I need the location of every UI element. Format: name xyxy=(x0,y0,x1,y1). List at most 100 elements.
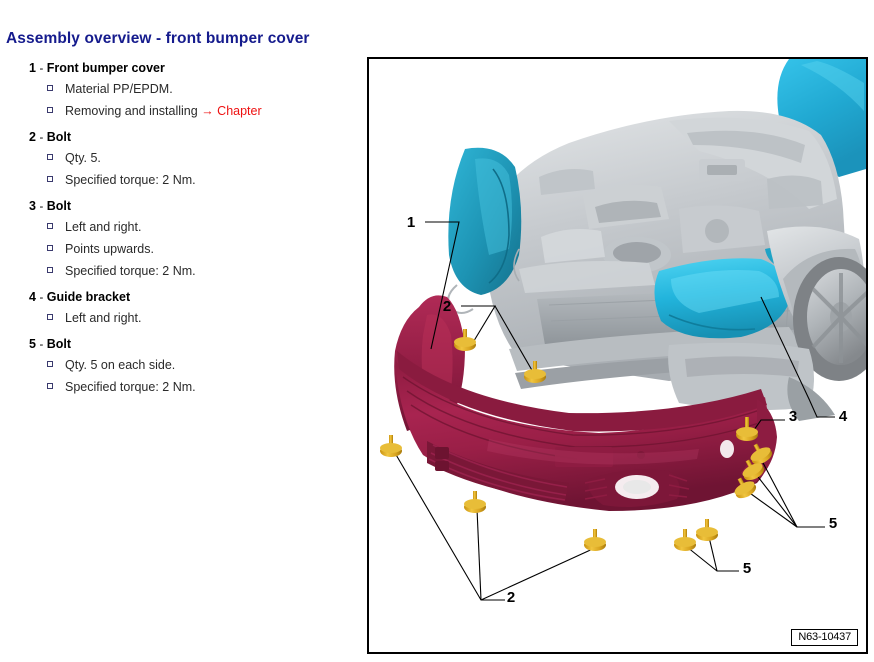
splash-guard-detail xyxy=(685,356,799,377)
bumper-upper-surface xyxy=(397,351,767,432)
square-bullet-icon xyxy=(47,361,53,367)
bolt-2a xyxy=(454,329,476,351)
part-detail-item: Specified torque: 2 Nm. xyxy=(0,260,356,282)
part-detail-list: Left and right. xyxy=(0,307,356,329)
part-detail-item: Removing and installing → Chapter xyxy=(0,100,356,122)
leader-2d xyxy=(476,508,482,601)
leader-5d xyxy=(686,546,739,572)
part-number: 4 xyxy=(29,290,36,304)
guide-bracket-right xyxy=(654,258,791,339)
mount-tab-2 xyxy=(435,461,449,471)
bolt-5b xyxy=(742,459,765,481)
leader-1 xyxy=(425,221,460,350)
chapter-link[interactable]: Chapter xyxy=(213,104,262,118)
page-title: Assembly overview - front bumper cover xyxy=(6,30,310,47)
part-heading: 5 - Bolt xyxy=(0,336,356,354)
leader-lines-group xyxy=(394,221,835,601)
bolts-group xyxy=(380,329,773,551)
part-number: 3 xyxy=(29,199,36,213)
part-detail-item: Left and right. xyxy=(0,216,356,238)
cowl-shadow xyxy=(687,130,805,163)
square-bullet-icon xyxy=(47,85,53,91)
bracket-right-edge xyxy=(668,314,756,331)
part-detail-item: Left and right. xyxy=(0,307,356,329)
bolt-2c xyxy=(380,435,402,457)
leader-5b xyxy=(754,472,798,528)
bolt-2e xyxy=(584,529,606,551)
part-number: 1 xyxy=(29,61,36,75)
sensor-hole xyxy=(720,440,734,458)
part-detail-list: Qty. 5. Specified torque: 2 Nm. xyxy=(0,147,356,191)
bumper-beam xyxy=(509,327,803,371)
detail-text: Qty. 5 on each side. xyxy=(65,358,176,372)
wire-detail xyxy=(513,248,520,282)
leader-2b xyxy=(494,305,538,380)
part-heading: 2 - Bolt xyxy=(0,129,356,147)
leader-4 xyxy=(760,296,835,418)
bolt-5d xyxy=(674,529,696,551)
detail-text: Material PP/EPDM. xyxy=(65,82,173,96)
square-bullet-icon xyxy=(47,383,53,389)
fog-grille-slats xyxy=(584,474,690,500)
part-detail-item: Qty. 5. xyxy=(0,147,356,169)
leader-5e xyxy=(708,536,718,572)
fog-light-inner xyxy=(623,480,651,494)
leader-2e xyxy=(480,546,598,601)
figure-reference-code: N63-10437 xyxy=(791,629,858,646)
detail-text: Qty. 5. xyxy=(65,151,101,165)
square-bullet-icon xyxy=(47,154,53,160)
part-number: 5 xyxy=(29,337,36,351)
detail-text: Removing and installing xyxy=(65,104,202,118)
part-heading: 4 - Guide bracket xyxy=(0,289,356,307)
part-detail-item: Qty. 5 on each side. xyxy=(0,354,356,376)
part-detail-list: Left and right.Points upwards.Specified … xyxy=(0,216,356,282)
bolt-2b xyxy=(524,361,546,383)
callout-number: 2 xyxy=(507,589,515,606)
bolt-3 xyxy=(736,417,758,441)
front-bumper-cover-group xyxy=(394,295,777,511)
callout-number: 2 xyxy=(443,298,451,315)
part-dash: - xyxy=(39,339,44,351)
part-name: Bolt xyxy=(46,199,72,213)
square-bullet-icon xyxy=(47,223,53,229)
part-detail-list: Material PP/EPDM. Removing and installing… xyxy=(0,78,356,122)
guide-bracket-left-hl xyxy=(475,158,512,255)
part-name: Guide bracket xyxy=(46,290,131,304)
part-dash: - xyxy=(39,63,44,75)
part-detail-item: Specified torque: 2 Nm. xyxy=(0,169,356,191)
plate-recess xyxy=(555,447,613,467)
part-dash: - xyxy=(39,292,44,304)
square-bullet-icon xyxy=(47,314,53,320)
detail-text: Specified torque: 2 Nm. xyxy=(65,173,196,187)
detail-text: Specified torque: 2 Nm. xyxy=(65,264,196,278)
part-detail-list: Qty. 5 on each side. Specified torque: 2 … xyxy=(0,354,356,398)
square-bullet-icon xyxy=(47,107,53,113)
callout-number: 4 xyxy=(839,408,848,425)
part-detail-item: Specified torque: 2 Nm. xyxy=(0,376,356,398)
part-heading: 1 - Front bumper cover xyxy=(0,60,356,78)
bracket-left-edge xyxy=(488,168,510,284)
detail-text: Specified torque: 2 Nm. xyxy=(65,380,196,394)
square-bullet-icon xyxy=(47,176,53,182)
guide-bracket-right-hl xyxy=(671,270,779,313)
part-name: Bolt xyxy=(46,130,72,144)
hood-highlight xyxy=(801,61,864,111)
bolt-2d xyxy=(464,491,486,513)
cross-reference-arrow-icon: → xyxy=(201,104,214,118)
square-bullet-icon xyxy=(47,245,53,251)
callout-number: 1 xyxy=(407,214,415,231)
wheel-spokes xyxy=(811,273,866,363)
detail-text: Left and right. xyxy=(65,311,142,325)
bolt-5a xyxy=(750,443,773,465)
vehicle-body-group xyxy=(447,59,866,421)
bumper-specular xyxy=(487,439,699,465)
part-detail-item: Material PP/EPDM. xyxy=(0,78,356,100)
